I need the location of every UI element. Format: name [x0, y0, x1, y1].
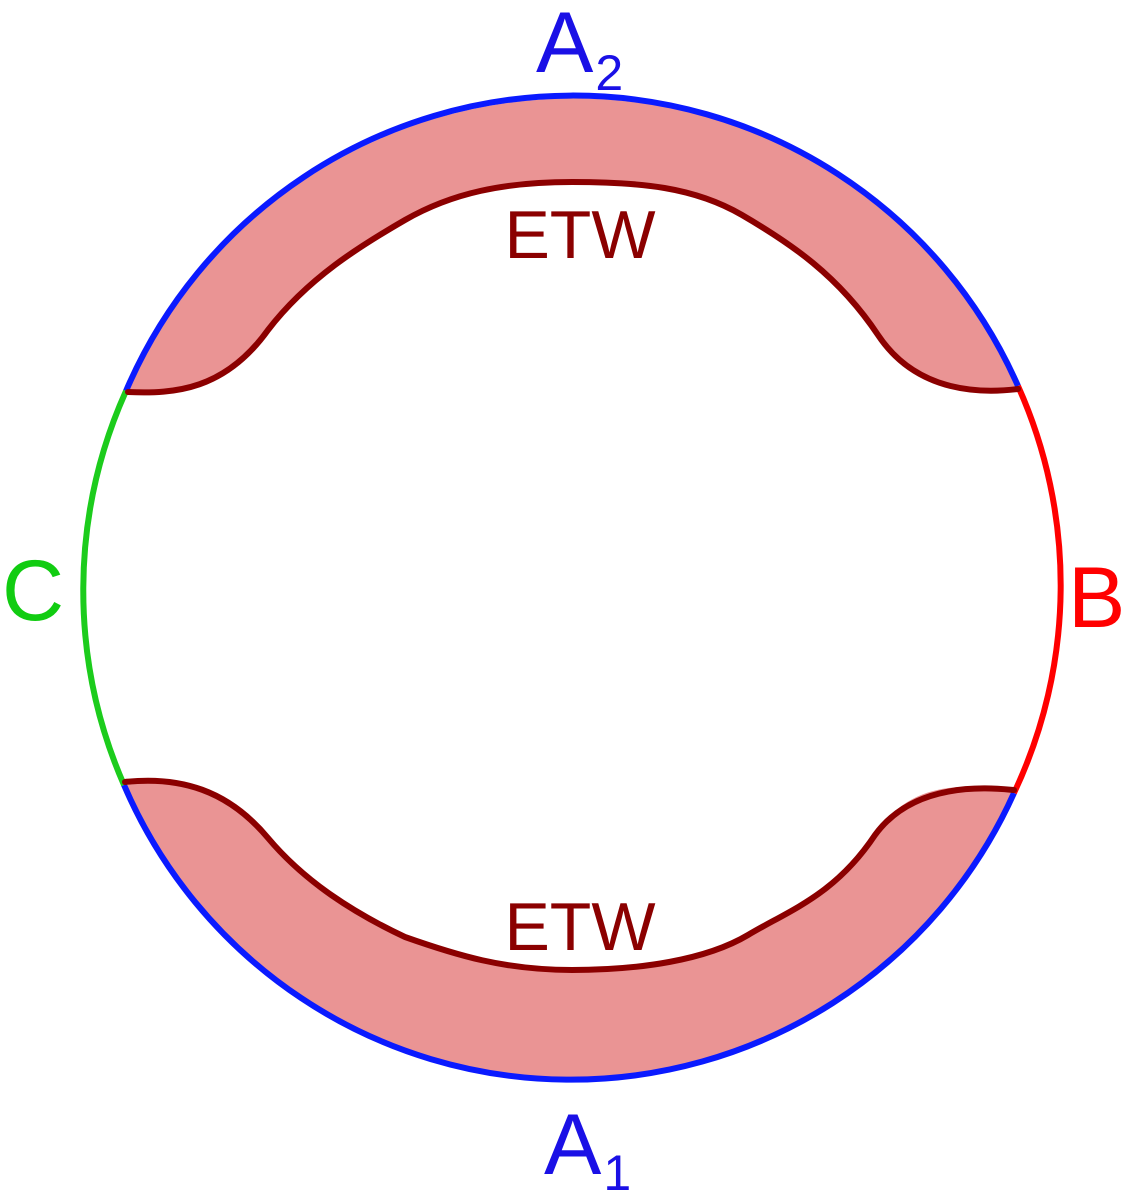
label-a1: A1 — [544, 1097, 631, 1191]
etw-boundary-top — [125, 178, 1021, 396]
arc-b — [1011, 384, 1064, 795]
label-b: B — [1068, 550, 1125, 646]
label-a2: A2 — [536, 0, 623, 101]
arc-c — [80, 389, 129, 787]
arc-a2 — [123, 92, 1021, 393]
etw-region-bottom — [125, 783, 1014, 1079]
label-etw-bottom: ETW — [504, 889, 655, 965]
etw-boundary-bottom — [122, 777, 1017, 974]
label-etw-top: ETW — [504, 197, 655, 273]
etw-region-top — [128, 98, 1018, 392]
arc-a1 — [121, 783, 1017, 1083]
label-c: C — [2, 543, 64, 639]
